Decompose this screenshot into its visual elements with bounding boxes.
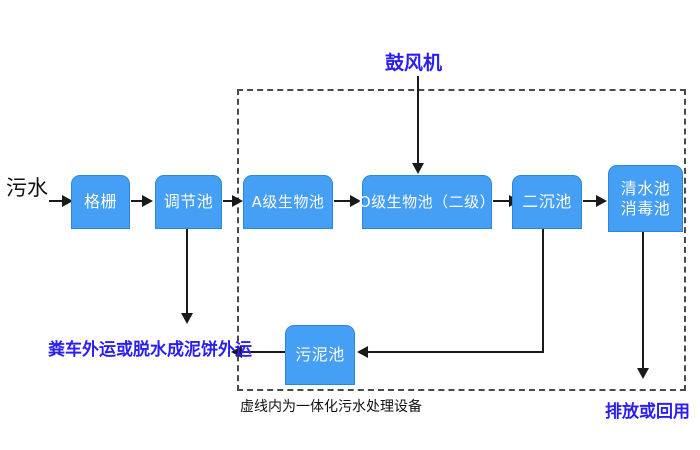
node-grille[interactable]: 格栅 (71, 175, 130, 229)
node-a-stage-bio-tank-label: A级生物池 (251, 192, 325, 211)
astage-to-ostage-arrow (350, 195, 361, 207)
node-clear-water-disinfection-tank[interactable]: 清水池 消毒池 (608, 165, 683, 232)
integrated-equipment-enclosure (237, 89, 686, 391)
blower-connector-arrow (412, 163, 424, 174)
node-secondary-settling-tank-label: 二沉池 (522, 192, 572, 212)
clearwater-to-effluent-arrow (637, 368, 649, 379)
node-sludge-tank-label: 污泥池 (295, 345, 345, 365)
inlet-to-grille-arrow (62, 195, 73, 207)
node-regulating-tank-label: 调节池 (163, 192, 214, 212)
inlet-to-grille-line (49, 200, 64, 202)
sludge-to-disposal-line (240, 351, 285, 353)
inlet-label: 污水 (6, 176, 48, 200)
sludge-disposal-label: 粪车外运或脱水成泥饼外运 (48, 340, 252, 360)
effluent-label: 排放或回用 (605, 402, 690, 422)
secondary-to-sludge-horizontal (367, 351, 544, 353)
grille-to-regulating-line (131, 200, 143, 202)
node-secondary-settling-tank[interactable]: 二沉池 (512, 175, 582, 229)
secondary-to-sludge-vertical (542, 229, 544, 353)
node-clear-water-tank-label: 清水池 (620, 178, 671, 198)
node-grille-label: 格栅 (83, 192, 117, 212)
enclosure-caption: 虚线内为一体化污水处理设备 (240, 399, 422, 415)
node-disinfection-tank-label: 消毒池 (620, 198, 671, 218)
clearwater-to-effluent-line (642, 232, 644, 369)
regulating-to-disposal-line (186, 229, 188, 314)
regulating-to-astage-line (223, 200, 234, 202)
node-a-stage-bio-tank[interactable]: A级生物池 (243, 175, 333, 229)
node-o-stage-bio-tank[interactable]: O级生物池（二级） (358, 175, 496, 229)
blower-connector-line (417, 76, 419, 164)
node-regulating-tank[interactable]: 调节池 (155, 175, 222, 229)
grille-to-regulating-arrow (142, 195, 153, 207)
ostage-to-secondary-line (493, 200, 511, 202)
sludge-to-disposal-arrow (231, 346, 242, 358)
node-sludge-tank[interactable]: 污泥池 (285, 325, 355, 385)
regulating-to-disposal-arrow (181, 313, 193, 324)
blower-label: 鼓风机 (385, 52, 443, 74)
regulating-to-astage-arrow (232, 195, 243, 207)
secondary-to-clearwater-line (583, 200, 598, 202)
secondary-to-sludge-arrow (357, 346, 368, 358)
secondary-to-clearwater-arrow (596, 195, 607, 207)
astage-to-ostage-line (334, 200, 352, 202)
node-o-stage-bio-tank-label: O级生物池（二级） (358, 192, 496, 211)
